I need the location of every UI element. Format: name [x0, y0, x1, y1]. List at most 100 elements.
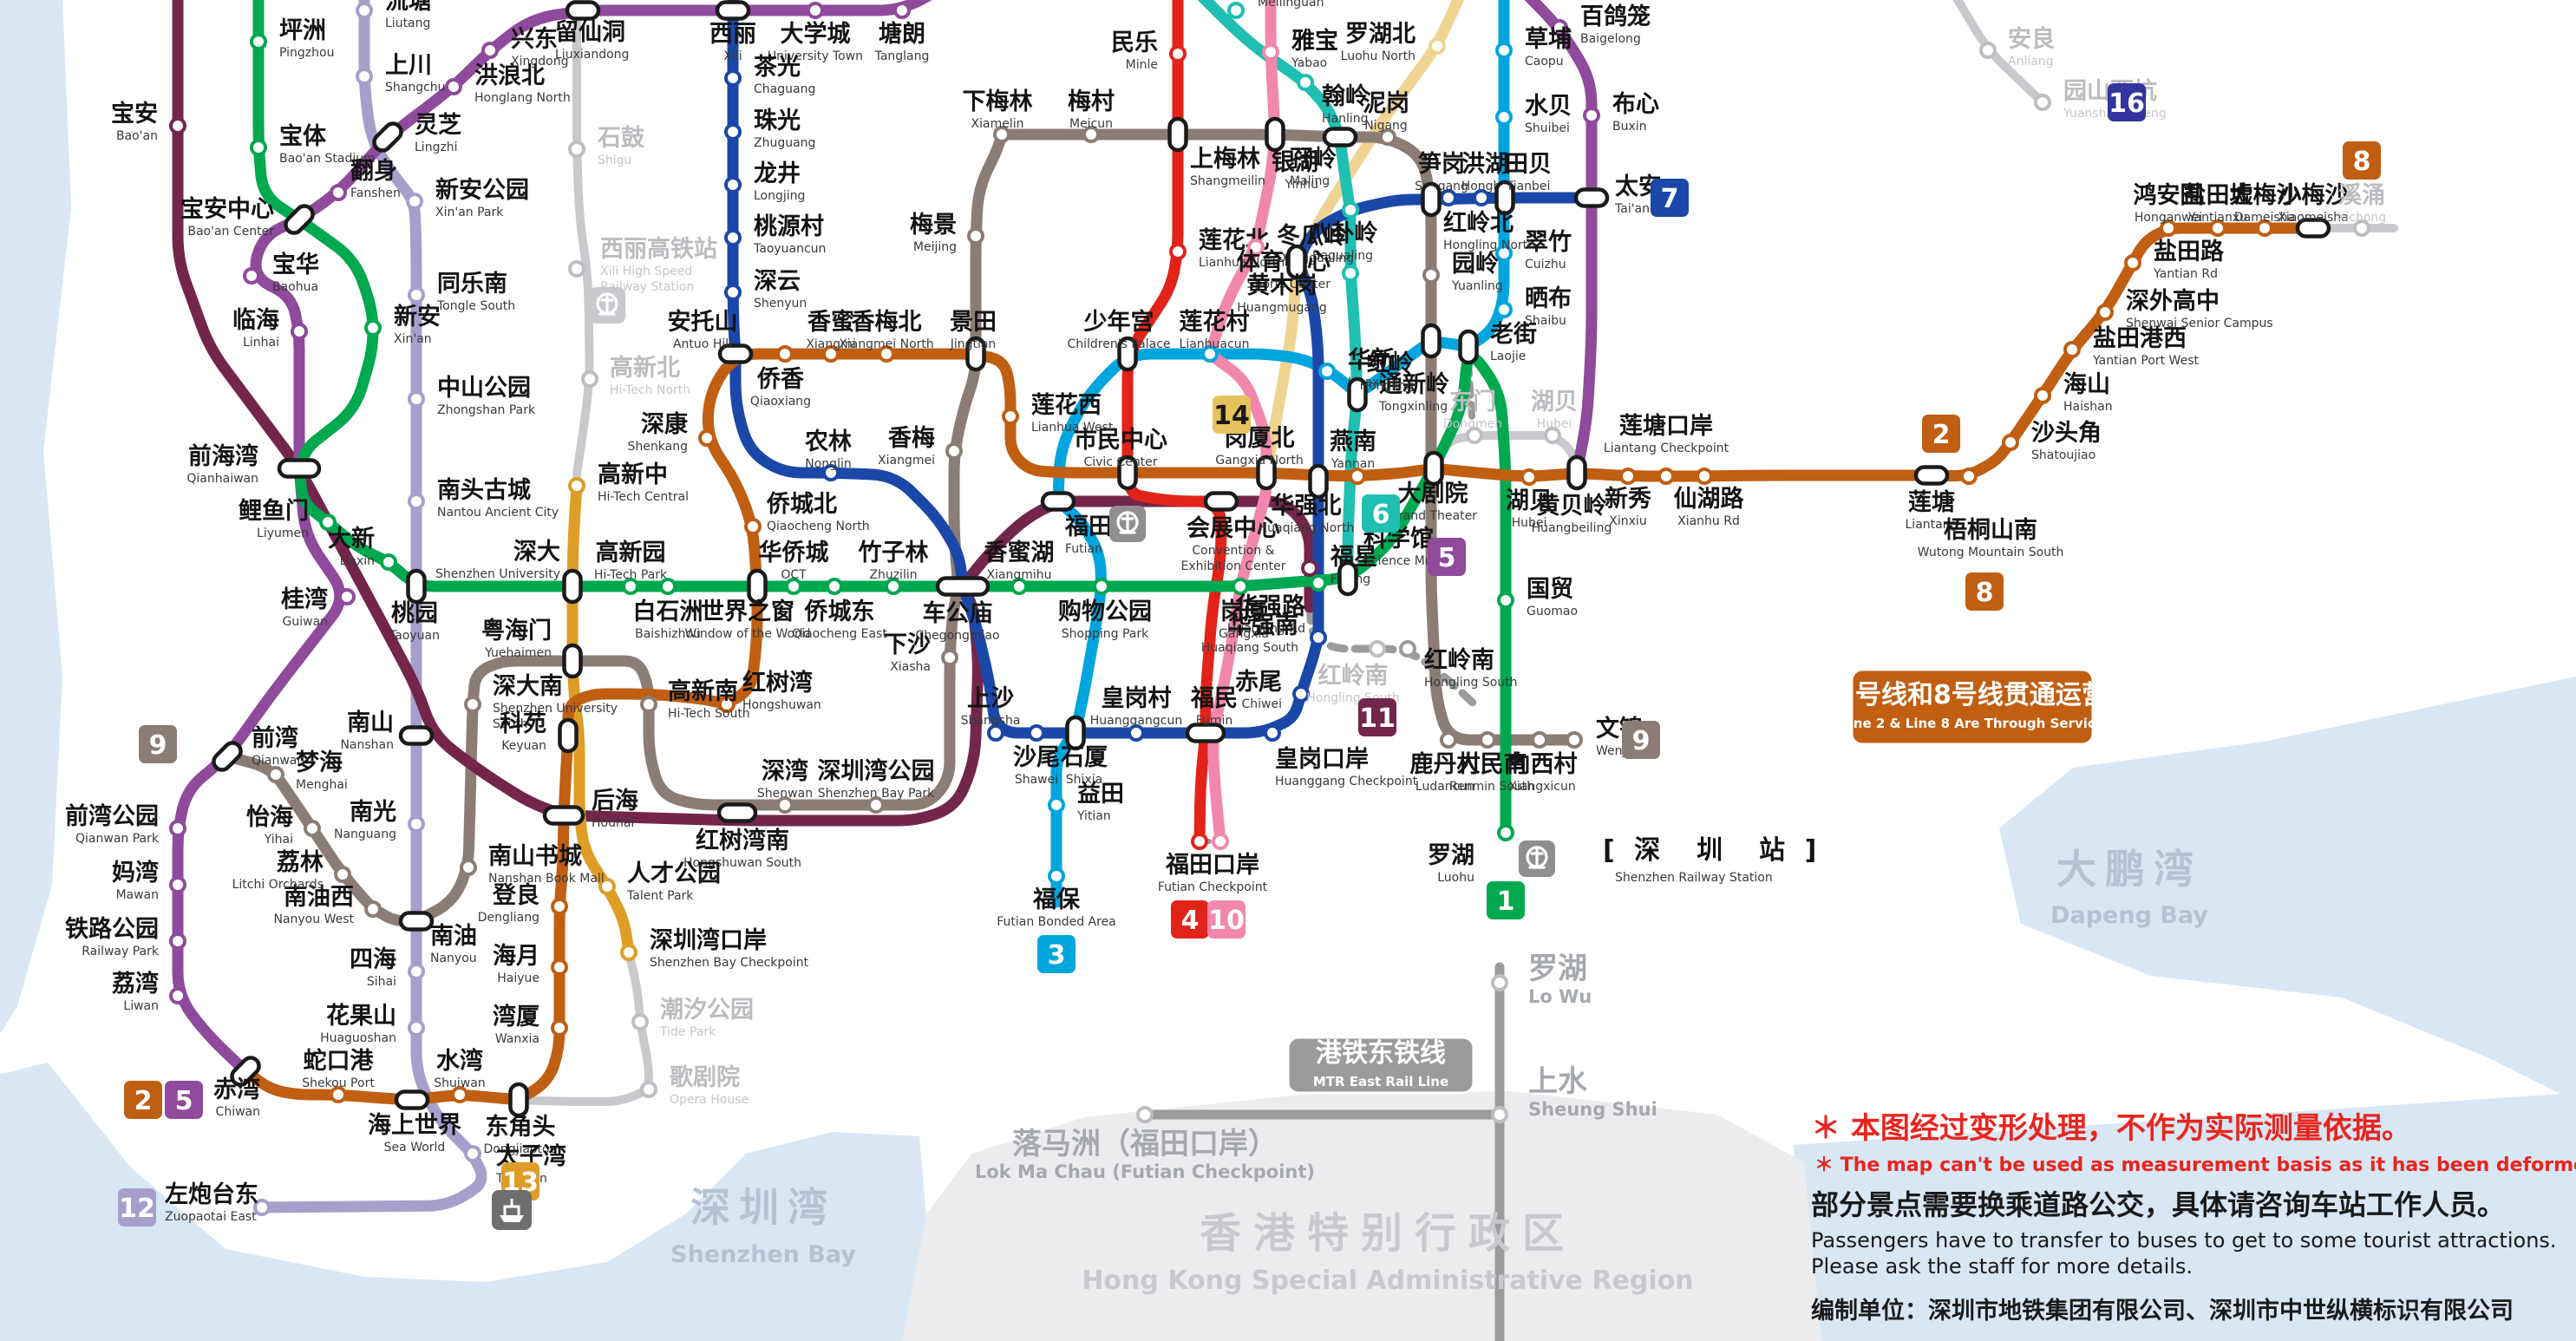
line-badge-11[interactable]: 11 — [1358, 698, 1396, 736]
station-meilinguan[interactable]: 梅林关Meilinguan — [1227, 0, 1328, 19]
line-badge-3[interactable]: 3 — [1037, 935, 1076, 973]
line-badge-16[interactable]: 16 — [2108, 83, 2146, 121]
line-badge-12[interactable]: 12 — [118, 1188, 156, 1227]
line-badge-7[interactable]: 7 — [1651, 179, 1689, 217]
station-yuanshan-xikeng[interactable]: 园山西坑Yuanshan Xikeng — [2034, 77, 2167, 121]
station-lok-ma-chau-futian-checkpoint-[interactable]: 落马洲（福田口岸）Lok Ma Chau (Futian Checkpoint) — [975, 1106, 1315, 1182]
line-badge-6[interactable]: 6 — [1362, 494, 1400, 533]
